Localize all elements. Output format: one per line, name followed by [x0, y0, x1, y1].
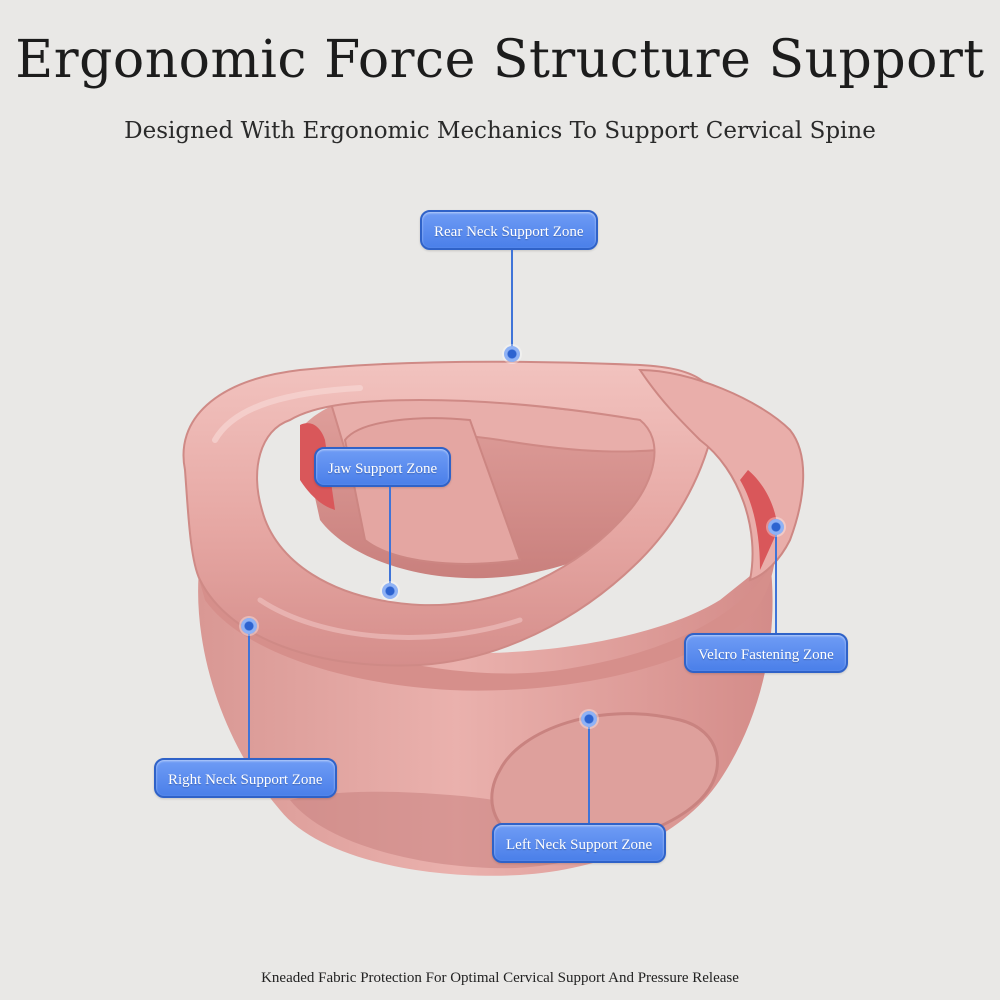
label-right-neck-text: Right Neck Support Zone — [168, 772, 323, 788]
label-jaw-text: Jaw Support Zone — [328, 461, 438, 477]
label-right-neck-support: Right Neck Support Zone — [154, 758, 337, 798]
leader-rear-neck — [511, 250, 513, 353]
label-rear-neck-text: Rear Neck Support Zone — [434, 224, 584, 240]
label-velcro-text: Velcro Fastening Zone — [698, 647, 834, 663]
collar-roll-highlight-front — [257, 597, 523, 640]
leader-left-neck — [588, 719, 590, 823]
collar-highlight — [212, 385, 363, 443]
label-jaw-support: Jaw Support Zone — [314, 447, 452, 487]
leader-jaw — [389, 487, 391, 590]
footer-caption: Kneaded Fabric Protection For Optimal Ce… — [261, 970, 739, 986]
marker-velcro-dot — [768, 519, 784, 535]
label-left-neck-text: Left Neck Support Zone — [506, 837, 653, 853]
marker-right-neck-dot — [241, 618, 257, 634]
leader-velcro — [775, 527, 777, 633]
page-subtitle: Designed With Ergonomic Mechanics To Sup… — [124, 118, 876, 144]
label-velcro-fastening: Velcro Fastening Zone — [684, 633, 848, 673]
marker-jaw-dot — [382, 583, 398, 599]
label-left-neck-support: Left Neck Support Zone — [492, 823, 667, 863]
page-title: Ergonomic Force Structure Support — [15, 30, 985, 90]
leader-right-neck — [248, 626, 250, 758]
velcro-patch-right — [740, 470, 778, 570]
label-rear-neck-support: Rear Neck Support Zone — [420, 210, 598, 250]
marker-left-neck-dot — [581, 711, 597, 727]
marker-rear-neck-dot — [504, 346, 520, 362]
